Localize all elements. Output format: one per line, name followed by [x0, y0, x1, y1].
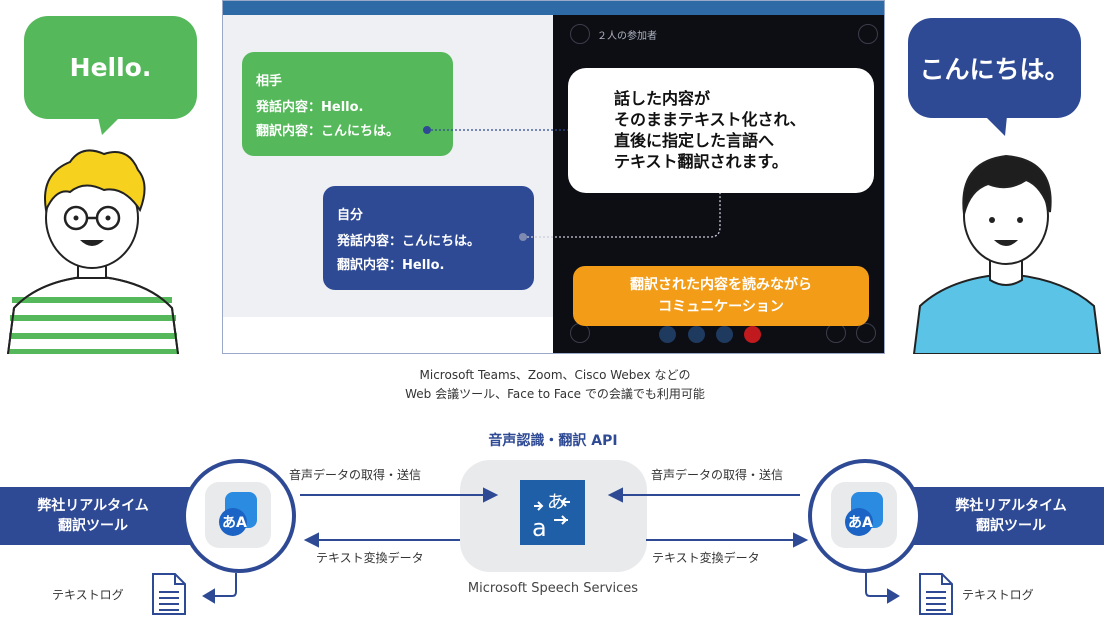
right-send-label: 音声データの取得・送信: [651, 468, 784, 482]
partner-translated-line: 翻訳内容：こんにちは。: [256, 124, 400, 139]
svg-text:あA: あA: [222, 515, 247, 531]
screen-title-bar: [223, 1, 884, 15]
svg-text:あ: あ: [547, 492, 565, 513]
self-spoken-line: 発話内容：こんにちは。: [337, 234, 481, 249]
left-return-label: テキスト変換データ: [316, 551, 424, 565]
right-tool-banner: 弊社リアルタイム 翻訳ツール: [904, 487, 1104, 545]
camera-control-icon[interactable]: [688, 326, 705, 343]
screen-bottom-bar: [223, 317, 553, 353]
right-text-log-label: テキストログ: [962, 588, 1034, 602]
left-tool-banner: 弊社リアルタイム 翻訳ツール: [0, 487, 200, 545]
partner-bubble-tail: [98, 117, 120, 135]
video-corner-circle: [826, 323, 846, 343]
video-corner-circle: [858, 24, 878, 44]
left-send-label: 音声データの取得・送信: [289, 468, 422, 482]
self-bubble-tail: [985, 116, 1007, 136]
note-connector-lines: [423, 126, 721, 241]
self-speech-bubble: こんにちは。: [908, 18, 1081, 118]
partner-speech-text: Hello.: [69, 53, 152, 82]
partner-transcript-card: 相手 発話内容：Hello. 翻訳内容：こんにちは。: [242, 52, 453, 156]
flow-arrows: [202, 487, 900, 604]
video-corner-circle: [570, 323, 590, 343]
svg-text:あA: あA: [848, 515, 873, 531]
video-corner-circle: [856, 323, 876, 343]
self-speech-text: こんにちは。: [919, 55, 1070, 84]
participant-count: ２人の参加者: [597, 31, 657, 42]
self-card-title: 自分: [337, 208, 364, 223]
caption-line-2: Web 会議ツール、Face to Face での会議でも利用可能: [405, 387, 705, 401]
right-return-label: テキスト変換データ: [652, 551, 760, 565]
video-corner-circle: [570, 24, 590, 44]
right-translator-app-icon: あA: [831, 482, 897, 548]
partner-card-title: 相手: [256, 74, 283, 89]
speech-service-label: Microsoft Speech Services: [467, 581, 639, 596]
left-translator-app-icon: あA: [205, 482, 271, 548]
partner-spoken-line: 発話内容：Hello.: [256, 100, 364, 115]
share-control-icon[interactable]: [716, 326, 733, 343]
end-call-icon[interactable]: [744, 326, 761, 343]
left-document-icon: [152, 573, 186, 615]
partner-speech-bubble: Hello.: [24, 16, 197, 119]
explanation-note: 話した内容が そのままテキスト化され、 直後に指定した言語へ テキスト翻訳されま…: [568, 68, 874, 193]
translator-icon: あ a: [520, 480, 585, 545]
right-document-icon: [919, 573, 953, 615]
caption-line-1: Microsoft Teams、Zoom、Cisco Webex などの: [419, 368, 691, 382]
self-transcript-card: 自分 発話内容：こんにちは。 翻訳内容：Hello.: [323, 186, 534, 290]
partner-person-illustration: [6, 149, 180, 354]
svg-text:a: a: [532, 514, 547, 542]
communication-note: 翻訳された内容を読みながら コミュニケーション: [573, 266, 869, 326]
self-translated-line: 翻訳内容：Hello.: [337, 258, 445, 273]
api-title: 音声認識・翻訳 API: [488, 433, 618, 449]
left-text-log-label: テキストログ: [52, 588, 124, 602]
mic-control-icon[interactable]: [659, 326, 676, 343]
self-person-illustration: [912, 154, 1102, 354]
